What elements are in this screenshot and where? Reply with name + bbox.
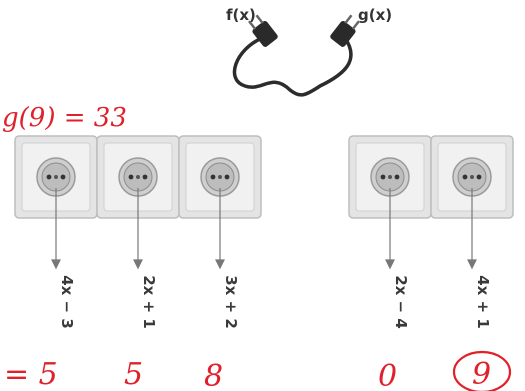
plug-label-g: g(x) (358, 6, 392, 24)
expression-1: 4x − 3 (58, 275, 76, 329)
right-plug-icon (330, 14, 360, 47)
left-plug-icon (248, 14, 278, 47)
expression-2: 2x + 1 (140, 275, 158, 329)
plug-label-f: f(x) (226, 6, 256, 24)
plug-cable-illustration: f(x) g(x) (226, 6, 392, 97)
answer-3: 8 (204, 359, 223, 391)
socket-group-right (348, 135, 514, 219)
answer-5: 9 (472, 357, 491, 391)
arrows (51, 188, 477, 270)
expression-3: 3x + 2 (222, 275, 240, 329)
answer-circle (452, 350, 512, 391)
answer-2: 5 (124, 357, 143, 391)
expression-4: 2x − 4 (392, 275, 410, 329)
cable (232, 36, 353, 97)
answer-1: = 5 (4, 357, 58, 391)
handwritten-note: g(9) = 33 (2, 103, 127, 133)
answer-4: 0 (378, 359, 397, 391)
expression-5: 4x + 1 (474, 275, 492, 329)
